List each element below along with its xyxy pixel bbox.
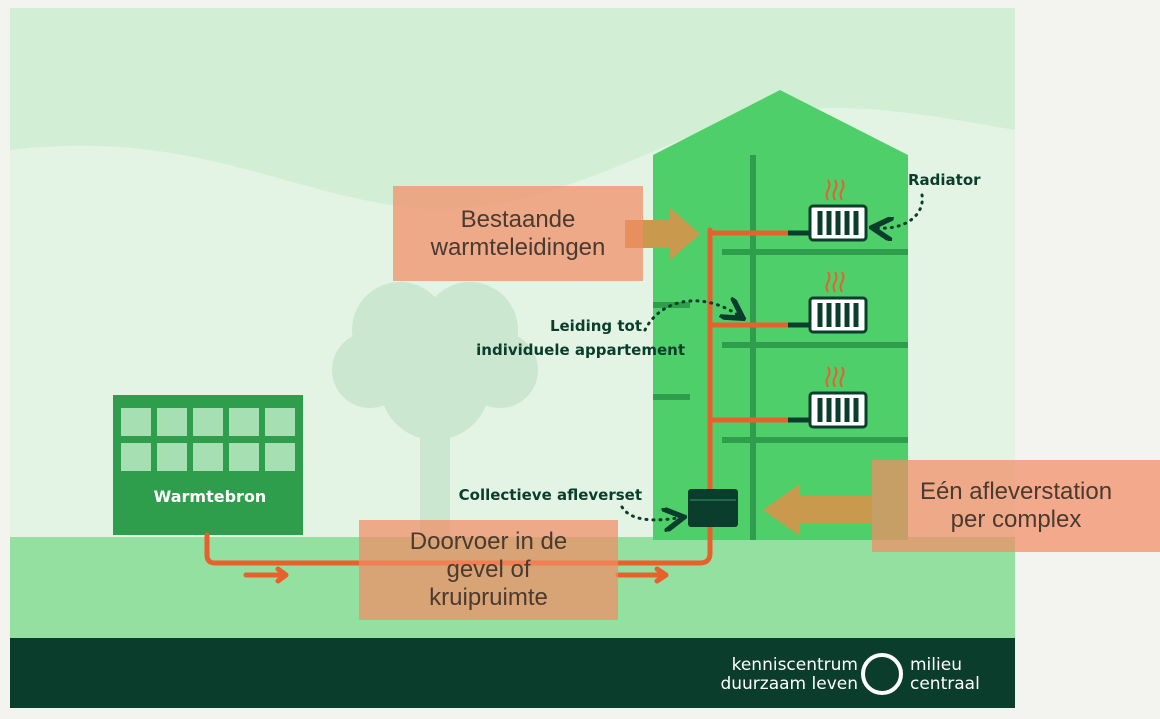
callout-bestaande-warmteleidingen: Bestaande warmteleidingen	[393, 186, 643, 281]
callout-een-afleverstation: Eén afleverstation per complex	[872, 460, 1160, 552]
leiding-label-line1: Leiding tot	[550, 317, 642, 335]
warmtebron-label: Warmtebron	[154, 487, 267, 506]
callout-doorvoer: Doorvoer in de gevel of kruipruimte	[359, 520, 618, 620]
radiator-label: Radiator	[908, 171, 981, 189]
radiator-icon	[808, 391, 868, 429]
radiator-icon	[808, 204, 868, 242]
callout-een-line2: per complex	[950, 506, 1082, 533]
callout-bestaande-line2: warmteleidingen	[430, 233, 606, 261]
radiator-icon	[808, 296, 868, 334]
logo-ring	[861, 653, 903, 695]
logo-text-line3: milieu	[910, 655, 962, 675]
apartment-building	[653, 90, 908, 540]
leiding-label-line2: individuele appartement	[476, 341, 685, 359]
callout-een-line1: Eén afleverstation	[919, 478, 1113, 505]
radiator-connectors	[788, 230, 810, 423]
collectieve-label: Collectieve afleverset	[459, 486, 642, 504]
logo-text-line4: centraal	[910, 674, 980, 694]
heat-waves-icon	[825, 179, 845, 388]
background-wave	[10, 8, 1015, 209]
callout-arrows	[625, 208, 872, 536]
label-pointers	[620, 193, 924, 520]
delivery-set-box-icon	[688, 489, 738, 527]
callout-doorvoer-line2: gevel of	[446, 556, 531, 583]
callout-doorvoer-line1: Doorvoer in de	[409, 528, 568, 555]
callout-bestaande-line1: Bestaande	[460, 205, 576, 233]
tree-icon	[332, 282, 538, 540]
callout-doorvoer-line3: kruipruimte	[429, 584, 548, 611]
logo-text-line1: kenniscentrum	[732, 655, 858, 675]
milieu-centraal-logo: kenniscentrum duurzaam leven milieu cent…	[720, 653, 980, 695]
footer-bar	[10, 638, 1015, 708]
logo-text-line2: duurzaam leven	[720, 674, 858, 694]
heat-source-building: Warmtebron	[113, 395, 303, 535]
